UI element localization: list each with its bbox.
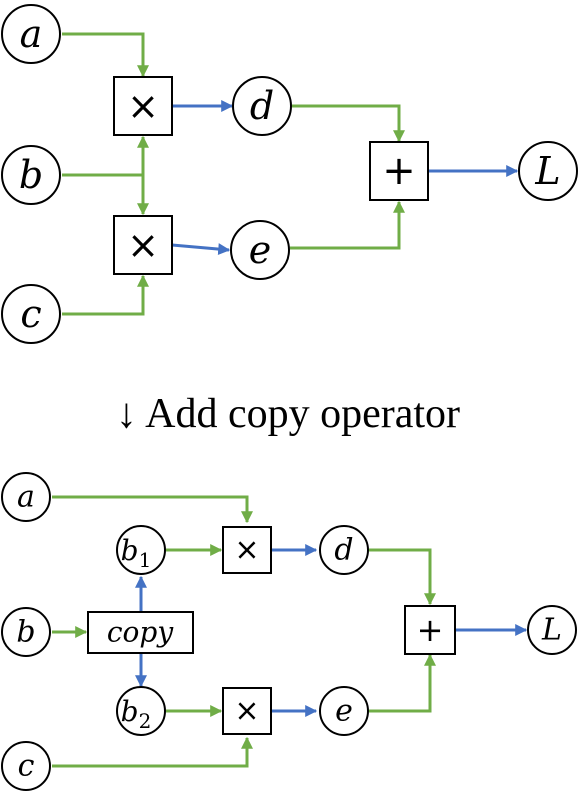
edge2-d-to-add (369, 548, 436, 606)
node-b-label: b (19, 153, 43, 197)
node2-e-label: e (335, 694, 353, 729)
op-add: + (369, 141, 429, 201)
op-mul1: × (113, 76, 173, 136)
edge-c-to-mul2 (62, 274, 149, 316)
node-e: e (230, 220, 290, 280)
node2-b1-base: b (121, 534, 139, 567)
op-copy: copy (87, 611, 194, 654)
node-a-label: a (20, 12, 43, 56)
node2-e: e (319, 686, 369, 736)
node2-b1-subscript: 1 (139, 548, 152, 572)
node-a: a (1, 4, 61, 64)
node2-a-label: a (17, 480, 35, 515)
node2-b: b (1, 607, 51, 657)
op2-add-symbol: + (417, 611, 444, 649)
edge-d-to-add (292, 104, 405, 143)
op2-mul1: × (222, 526, 272, 574)
node-b: b (1, 145, 61, 205)
svg-text:b1: b1 (121, 534, 152, 573)
edge-mul2-to-e (171, 243, 231, 256)
op2-mul2-symbol: × (234, 694, 259, 729)
node2-d: d (319, 525, 369, 575)
top-graph: a b c × × + d e (1, 4, 578, 344)
node2-d-label: d (334, 533, 353, 568)
node2-c-label: c (18, 749, 35, 784)
op-mul2: × (113, 215, 173, 275)
node-c: c (1, 284, 61, 344)
node-c-label: c (20, 292, 41, 336)
node-e-label: e (249, 228, 272, 272)
op-copy-label: copy (107, 616, 174, 649)
node-d-label: d (250, 84, 274, 128)
edge-b-to-mul1 (62, 135, 149, 177)
node2-L: L (527, 605, 577, 655)
node2-a: a (1, 472, 51, 522)
edge2-e-to-add (369, 653, 436, 713)
node-L-label: L (534, 149, 560, 193)
node2-b2-base: b (121, 695, 139, 728)
node-d: d (232, 76, 292, 136)
node2-b2-subscript: 2 (139, 709, 152, 733)
op-add-symbol: + (382, 148, 416, 194)
op2-mul2: × (222, 687, 272, 735)
node2-b-label: b (16, 615, 35, 650)
op2-add: + (404, 605, 456, 655)
edge-e-to-add (290, 200, 405, 250)
node2-L-label: L (541, 613, 562, 648)
op-mul2-symbol: × (127, 223, 159, 267)
op2-mul1-symbol: × (234, 533, 259, 568)
edge-a-to-mul1 (62, 32, 149, 78)
transform-caption: ↓ Add copy operator (116, 391, 460, 437)
node-L: L (518, 141, 578, 201)
svg-text:b2: b2 (121, 695, 152, 734)
edge2-a-to-mul1 (52, 495, 253, 524)
bottom-graph: a b c copy b1 b2 × × (1, 472, 577, 791)
op-mul1-symbol: × (127, 84, 159, 128)
edge2-c-to-mul2 (52, 736, 253, 768)
node2-b2: b2 (116, 686, 166, 736)
node2-c: c (1, 741, 51, 791)
node2-b1: b1 (116, 525, 166, 575)
